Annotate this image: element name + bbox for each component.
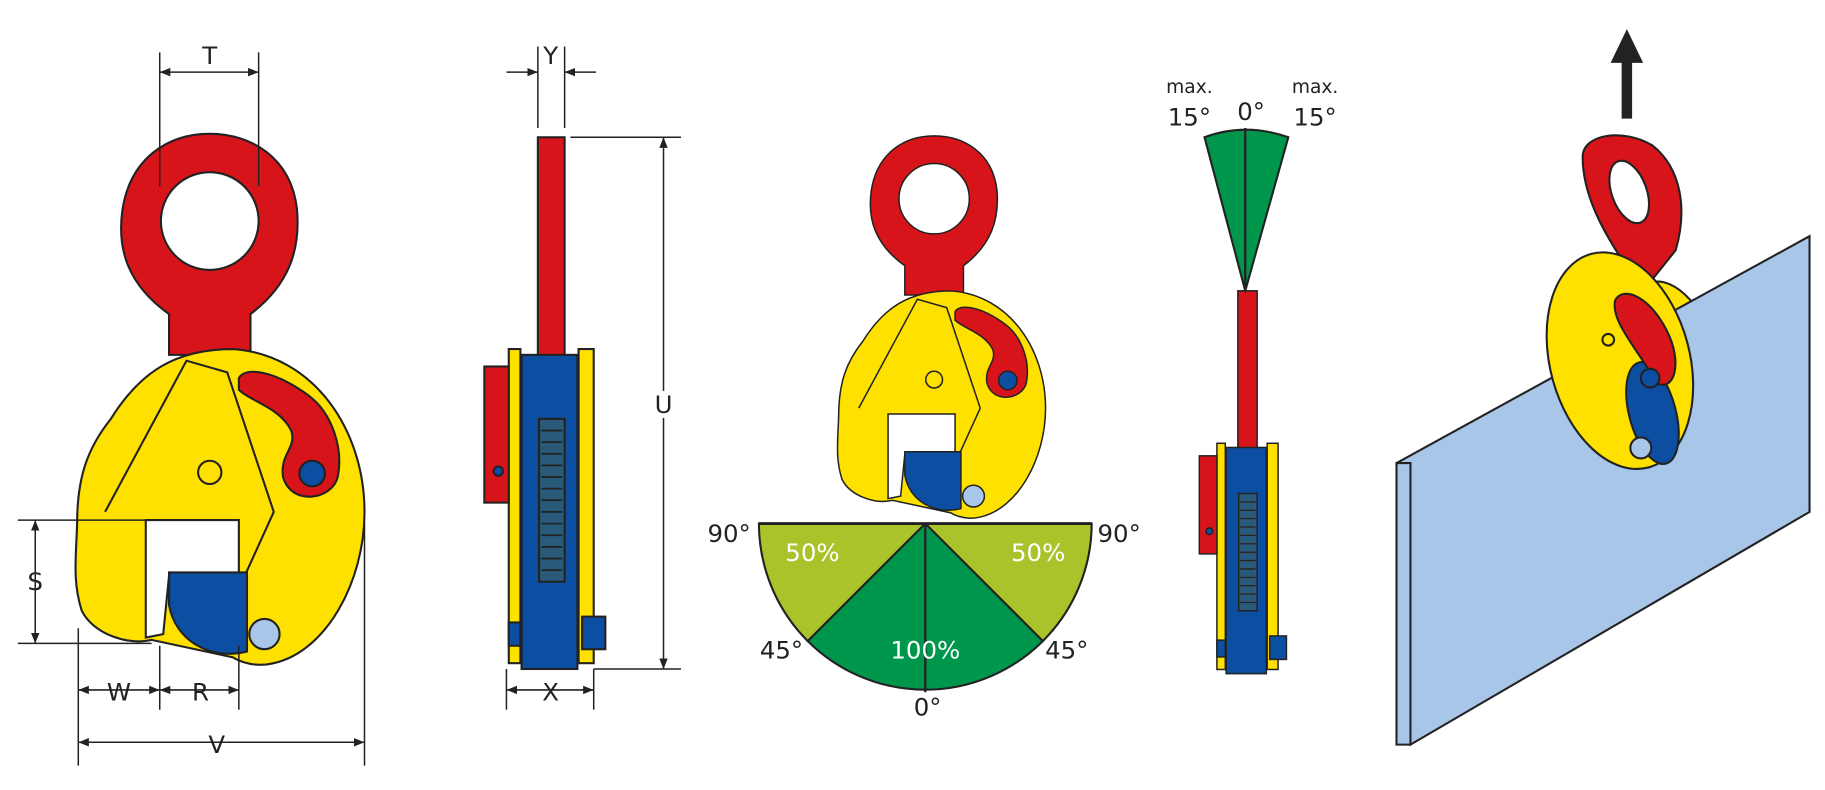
angle-left-90: 90° bbox=[707, 519, 750, 548]
angle-right-45: 45° bbox=[1045, 636, 1088, 665]
tilt-center: 0° bbox=[1237, 97, 1265, 126]
dim-V: V bbox=[208, 730, 225, 759]
tilt-right-angle: 15° bbox=[1293, 103, 1336, 132]
angle-chart bbox=[757, 522, 1093, 693]
zone-left-label: 50% bbox=[785, 538, 839, 567]
clamp-side-small bbox=[1198, 290, 1288, 675]
dim-Y: Y bbox=[542, 41, 558, 70]
dim-R: R bbox=[192, 677, 209, 706]
dim-X: X bbox=[542, 677, 559, 706]
dim-W: W bbox=[107, 677, 131, 706]
zone-right-label: 50% bbox=[1011, 538, 1065, 567]
angle-left-45: 45° bbox=[760, 636, 803, 665]
dimension-lines-front bbox=[17, 52, 366, 766]
clamp-front-view bbox=[74, 132, 366, 666]
angle-right-90: 90° bbox=[1097, 519, 1140, 548]
dim-T: T bbox=[201, 41, 217, 70]
dimension-lines-side bbox=[505, 46, 681, 710]
zone-center-label: 100% bbox=[890, 636, 960, 665]
angle-0: 0° bbox=[914, 693, 942, 722]
clamp-front-small bbox=[836, 135, 1047, 519]
clamp-on-plate bbox=[1395, 29, 1811, 747]
clamp-side-view bbox=[483, 136, 607, 671]
tilt-right-max: max. bbox=[1292, 77, 1338, 98]
dim-U: U bbox=[655, 390, 673, 419]
dim-S: S bbox=[27, 567, 43, 596]
tilt-left-angle: 15° bbox=[1168, 103, 1211, 132]
tilt-left-max: max. bbox=[1166, 77, 1212, 98]
